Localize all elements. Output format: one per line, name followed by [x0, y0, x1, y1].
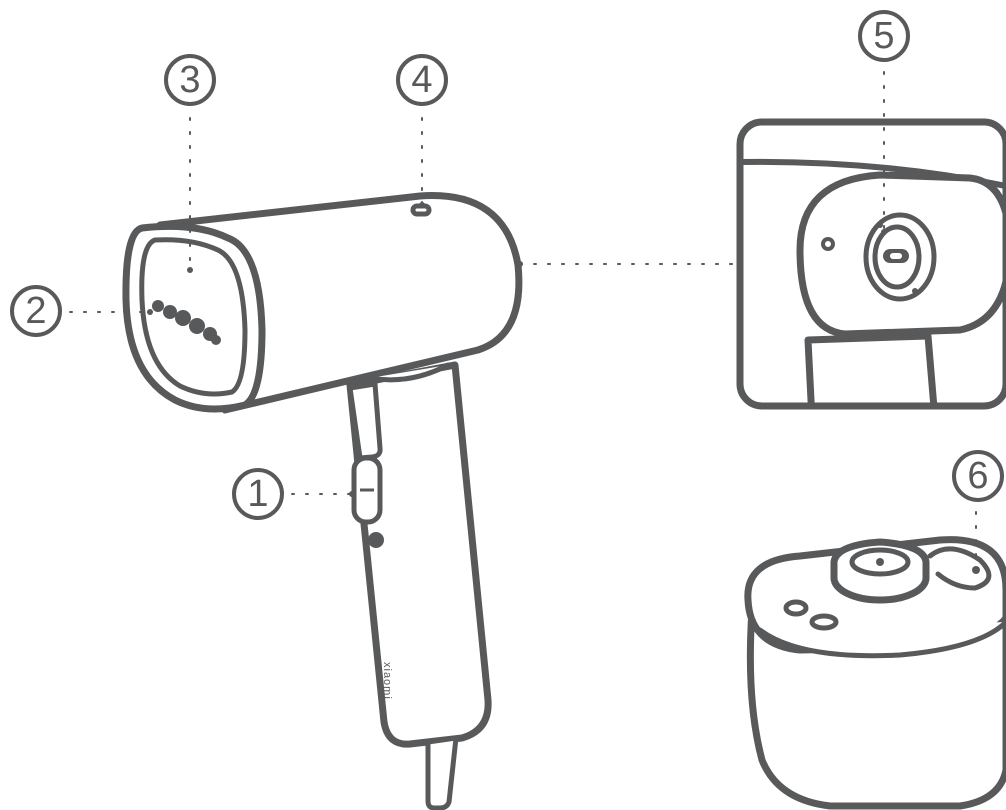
callout-5-label: 5 — [873, 15, 894, 57]
leader-lines — [69, 71, 977, 569]
callout-3: 3 — [164, 54, 216, 106]
detail-view-frame — [736, 118, 1006, 410]
callout-1-label: 1 — [247, 473, 268, 515]
callout-4: 4 — [396, 54, 448, 106]
callout-6: 6 — [952, 450, 1004, 502]
steam-panel — [122, 222, 266, 413]
brand-label: xiaomi — [381, 662, 393, 700]
callout-1: 1 — [232, 468, 284, 520]
steam-holes — [152, 300, 221, 345]
callout-2: 2 — [10, 285, 62, 337]
callout-6-label: 6 — [967, 455, 988, 497]
steam-lock-button — [368, 532, 384, 548]
power-cord — [425, 735, 459, 810]
power-button — [351, 455, 383, 525]
callout-5: 5 — [858, 10, 910, 62]
water-tank — [744, 536, 1006, 810]
callout-2-label: 2 — [25, 290, 46, 332]
steamer-handle — [346, 361, 492, 748]
callout-4-label: 4 — [411, 59, 432, 101]
callout-3-label: 3 — [179, 59, 200, 101]
